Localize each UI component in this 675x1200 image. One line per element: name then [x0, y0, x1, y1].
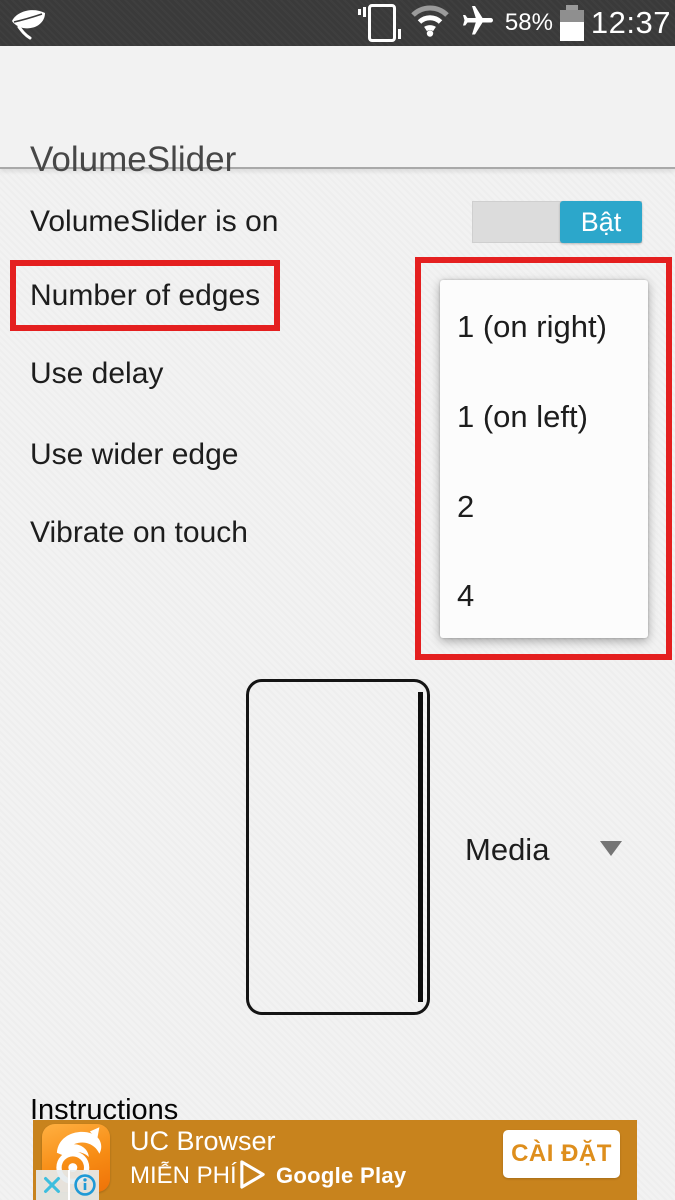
install-button[interactable]: CÀI ĐẶT	[503, 1130, 620, 1178]
setting-use-delay-label[interactable]: Use delay	[30, 357, 164, 390]
battery-percent: 58%	[504, 9, 553, 36]
chevron-down-icon[interactable]	[600, 841, 622, 856]
info-icon	[73, 1174, 96, 1196]
status-indicators: 58% 12:37	[357, 0, 671, 46]
dropdown-option-1-on-left[interactable]: 1 (on left)	[457, 399, 588, 434]
edge-slider-line	[418, 692, 423, 1002]
dropdown-option-4[interactable]: 4	[457, 578, 475, 613]
toggle-thumb[interactable]: Bật	[560, 201, 642, 243]
app-header: VolumeSlider	[0, 46, 675, 179]
setting-number-of-edges-label[interactable]: Number of edges	[30, 279, 261, 312]
ad-app-name: UC Browser	[130, 1126, 276, 1156]
dropdown-option-2[interactable]: 2	[457, 489, 475, 524]
ad-close-button[interactable]	[36, 1170, 70, 1200]
ad-banner[interactable]: UC Browser MIỄN PHÍ Google Play CÀI ĐẶT	[33, 1120, 637, 1200]
page-title: VolumeSlider	[30, 140, 237, 179]
ad-price-text: MIỄN PHÍ	[130, 1162, 237, 1189]
phone-edge-preview	[246, 679, 430, 1015]
instructions-heading: Instructions	[30, 1094, 179, 1126]
vibrate-phone-icon	[357, 4, 401, 42]
setting-vibrate-label[interactable]: Vibrate on touch	[30, 516, 248, 549]
ad-store-name: Google Play	[276, 1163, 407, 1188]
media-stream-selector-label[interactable]: Media	[465, 832, 550, 867]
ad-info-button[interactable]	[70, 1170, 99, 1200]
volumeslider-on-toggle[interactable]: Bật	[472, 201, 642, 243]
close-icon	[44, 1177, 60, 1193]
setting-volumeslider-on-label[interactable]: VolumeSlider is on	[30, 205, 279, 238]
battery-icon	[559, 5, 584, 41]
toggle-on-label: Bật	[580, 206, 622, 237]
number-of-edges-dropdown: 1 (on right) 1 (on left) 2 4	[440, 280, 648, 638]
wifi-icon	[409, 4, 451, 42]
dropdown-option-1-on-right[interactable]: 1 (on right)	[457, 309, 607, 344]
install-button-label: CÀI ĐẶT	[511, 1140, 612, 1167]
setting-use-wider-edge-label[interactable]: Use wider edge	[30, 438, 239, 471]
leaf-notification-icon	[9, 7, 49, 46]
google-play-icon	[237, 1158, 268, 1196]
airplane-mode-icon	[458, 3, 498, 44]
status-bar: 58% 12:37	[0, 0, 675, 46]
clock: 12:37	[590, 5, 671, 40]
